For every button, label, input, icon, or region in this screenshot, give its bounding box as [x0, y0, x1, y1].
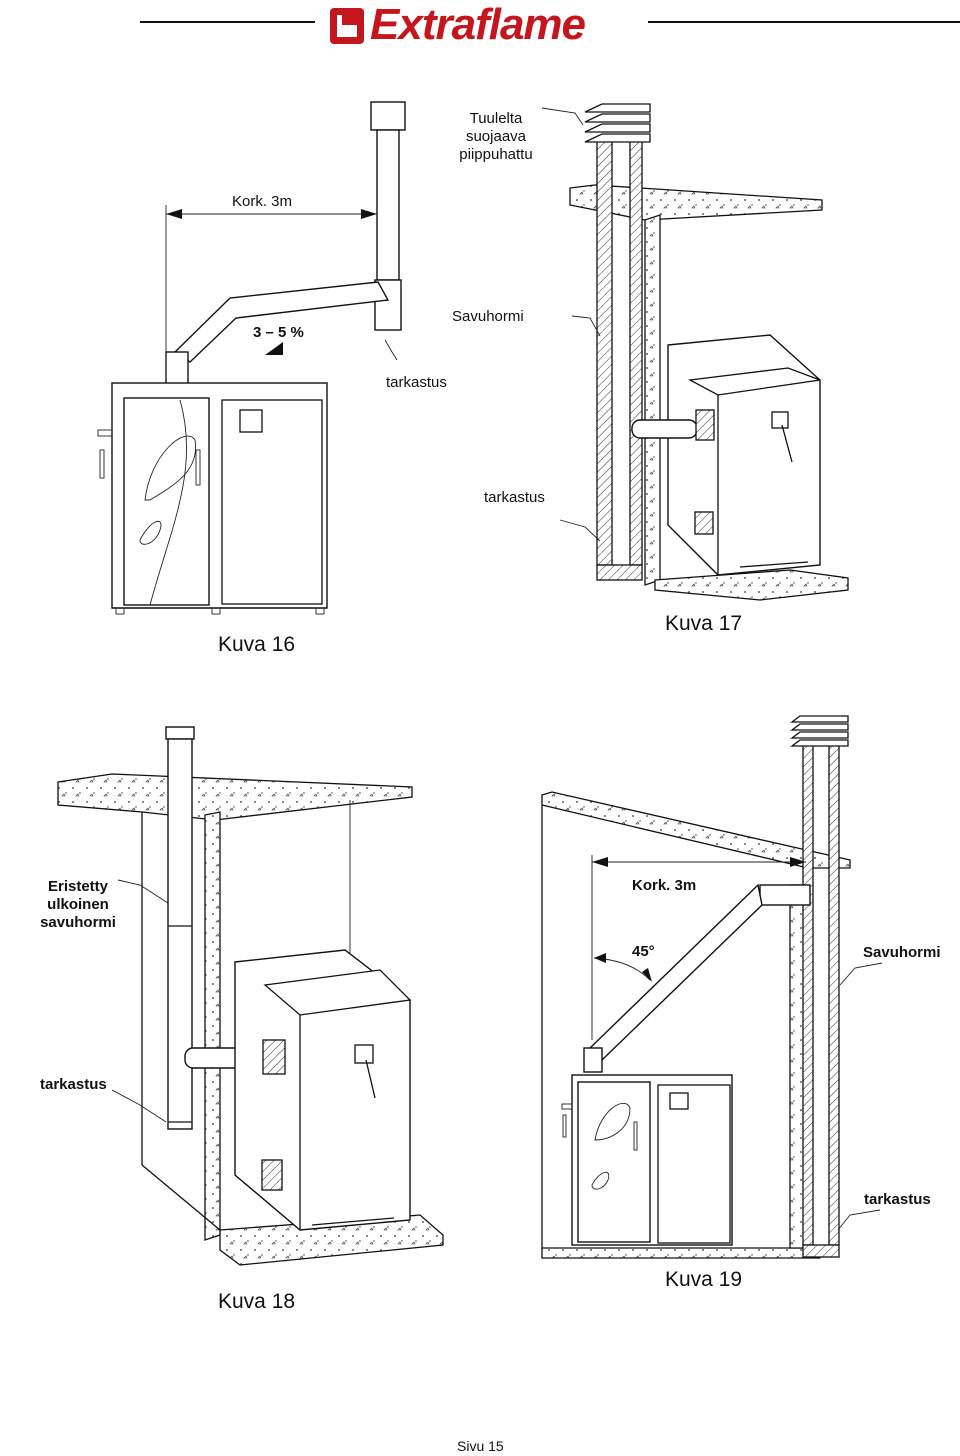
angle-label: 45° — [632, 943, 655, 960]
chimney-wall-right — [629, 139, 643, 566]
header-rule-left — [140, 21, 315, 23]
external-chimney — [167, 738, 193, 1130]
insulated-chimney-label: Eristetty ulkoinen savuhormi — [34, 878, 122, 932]
vertical-flue — [376, 129, 400, 281]
louvered-cap-19 — [790, 715, 849, 747]
caption-17: Kuva 17 — [665, 612, 743, 635]
page-number: Sivu 15 — [457, 1438, 504, 1454]
inspection-label-17: tarkastus — [484, 489, 545, 506]
brand-logo: Extraflame — [328, 0, 638, 52]
wind-cap-label-line-2: suojaava — [465, 128, 527, 145]
chimney-wall-left — [596, 139, 613, 566]
flame-logo-icon — [330, 8, 364, 44]
brand-name: Extraflame — [370, 0, 586, 49]
inspection-label-19: tarkastus — [864, 1191, 931, 1208]
wind-cap-label-line-3: piippuhattu — [459, 146, 533, 163]
chimney-label-19: Savuhormi — [863, 944, 941, 961]
header-rule-right — [648, 21, 960, 23]
insulated-chimney-label-line-2: ulkoinen — [47, 896, 109, 913]
figure-18 — [57, 726, 444, 1266]
caption-19: Kuva 19 — [665, 1268, 743, 1291]
flue-45 — [589, 883, 763, 1061]
inspection-label-16: tarkastus — [386, 374, 447, 391]
chimney-label-17: Savuhormi — [452, 308, 524, 325]
figure-19 — [541, 715, 883, 1259]
chimney-cap — [370, 101, 406, 131]
caption-16: Kuva 16 — [218, 633, 296, 656]
louvered-cap — [584, 103, 651, 143]
inclined-flue — [173, 281, 390, 363]
figure-17 — [559, 103, 849, 601]
inspection-label-18: tarkastus — [40, 1076, 107, 1093]
wind-cap-label-line-1: Tuulelta — [469, 110, 523, 127]
caption-18: Kuva 18 — [218, 1290, 296, 1313]
max-height-label-19: Kork. 3m — [632, 877, 697, 894]
wind-cap-label: Tuulelta suojaava piippuhattu — [448, 110, 544, 164]
max-height-label-16: Kork. 3m — [232, 193, 293, 210]
slope-label: 3 – 5 % — [253, 324, 304, 341]
insulated-chimney-label-line-3: savuhormi — [40, 914, 116, 931]
figure-16 — [97, 101, 584, 615]
insulated-chimney-label-line-1: Eristetty — [47, 878, 109, 895]
